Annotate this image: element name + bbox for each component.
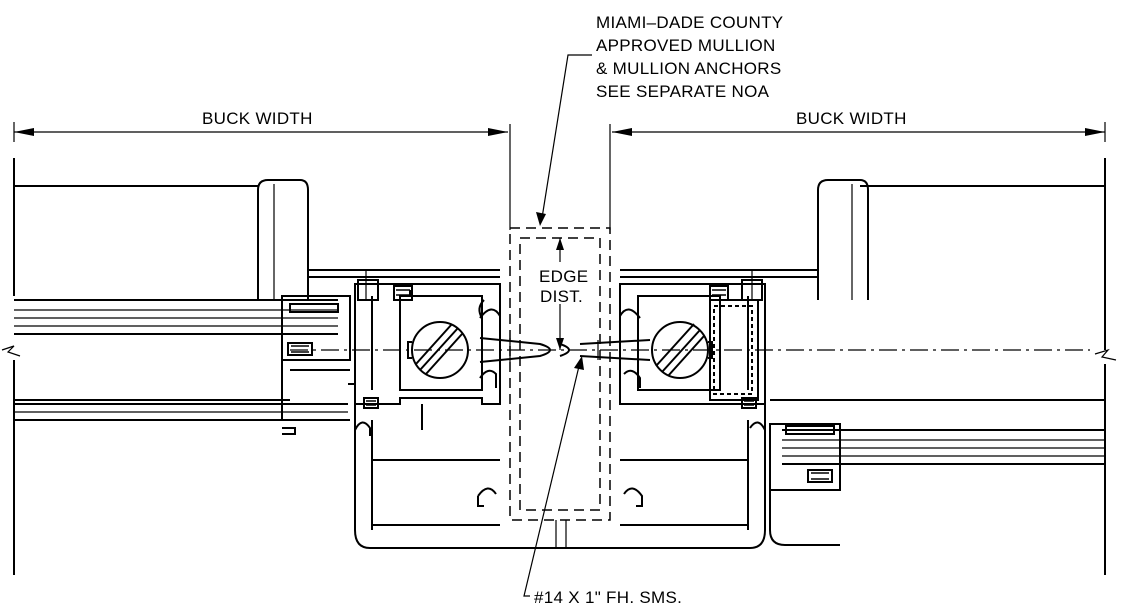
mullion-dashed-outline	[509, 227, 611, 521]
left-frame-profile	[281, 295, 356, 435]
right-jamb-profile	[619, 270, 766, 549]
right-clip-bottom	[623, 487, 643, 507]
right-setting-block	[817, 179, 869, 300]
left-clip-mid	[479, 369, 497, 388]
fastener-leader	[523, 361, 581, 597]
left-clip-top	[479, 308, 501, 319]
right-clip-low	[749, 421, 766, 431]
left-buck-wall	[1, 158, 290, 575]
right-clip-mid	[623, 369, 641, 388]
mullion-note: MIAMI–DADE COUNTY APPROVED MULLION & MUL…	[596, 13, 783, 101]
mullion-note-line-1: MIAMI–DADE COUNTY	[596, 13, 783, 32]
right-buck-width-dimension: BUCK WIDTH	[612, 109, 1106, 142]
right-clip-top	[619, 308, 641, 319]
left-setting-block	[257, 179, 309, 300]
left-clip-low	[354, 421, 371, 436]
left-clip-bottom	[477, 487, 497, 497]
right-frame-profile	[769, 423, 841, 546]
left-buck-width-label: BUCK WIDTH	[202, 109, 313, 128]
fastener-label: #14 X 1" FH. SMS.	[534, 588, 682, 607]
edge-distance-label-line-2: DIST.	[540, 287, 583, 306]
right-screw-head	[651, 321, 713, 379]
mullion-note-arrowhead	[536, 212, 546, 226]
mullion-note-leader	[541, 54, 592, 219]
right-insulated-glass	[782, 429, 1105, 465]
left-jamb-profile	[354, 270, 501, 549]
left-insulated-glass	[14, 299, 348, 421]
mullion-note-line-3: & MULLION ANCHORS	[596, 59, 782, 78]
right-buck-wall	[770, 158, 1117, 575]
edge-distance-label-line-1: EDGE	[539, 267, 588, 286]
left-buck-width-dimension: BUCK WIDTH	[13, 109, 508, 142]
mullion-note-line-4: SEE SEPARATE NOA	[596, 82, 770, 101]
right-buck-width-label: BUCK WIDTH	[796, 109, 907, 128]
mullion-note-line-2: APPROVED MULLION	[596, 36, 776, 55]
